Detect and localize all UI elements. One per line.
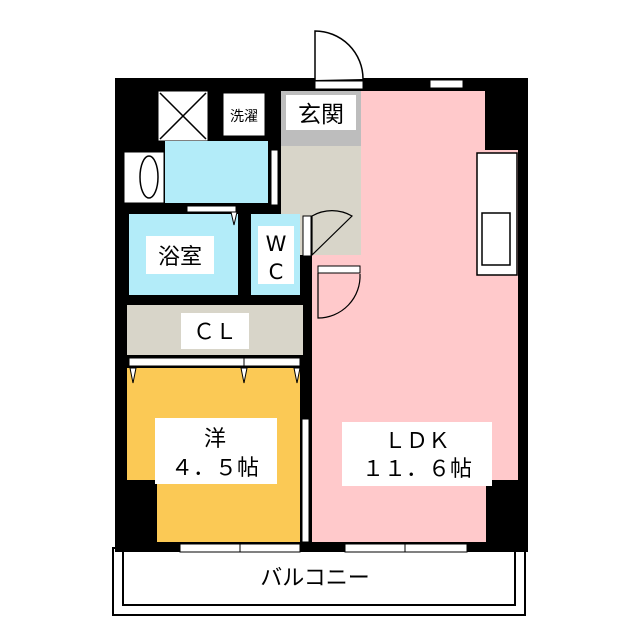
western-room-label: 洋 [204,427,226,452]
entrance-label-bg [286,95,356,130]
entrance-door-opening [314,80,364,90]
closet-door-marker-2 [240,367,248,384]
sliding-door-western-ldk [301,418,310,543]
balcony-inner [122,547,516,606]
wc-label-c: C [269,260,284,284]
window-ldk [344,543,468,553]
washer-space [222,92,266,137]
wc-door [302,215,312,257]
western-label-bg [155,418,277,484]
western-room-size: ４．５帖 [171,456,259,481]
closet-door-marker-1 [129,367,137,384]
entrance-label: 玄関 [298,102,344,128]
closet-label-bg [181,313,249,349]
laundry-x-mark [159,92,207,140]
balcony-label: バルコニー [260,566,370,591]
closet-label: ＣＬ [193,320,237,345]
closet-door-marker-3 [293,367,301,384]
wash-door [270,149,279,206]
wc-door-swing [311,210,353,257]
wall-column-top-right [485,78,528,150]
bathroom-label-bg [146,236,214,274]
closet-doors [128,357,301,367]
wall-column-bottom-right [486,480,528,552]
wc-label-bg [258,226,294,284]
entrance-door-swing [314,30,364,80]
bath-door [186,205,237,213]
wc-label-w: W [266,232,287,256]
ldk-door-swing [317,273,361,319]
ldk-label-bg [342,422,492,486]
laundry-label: 洗濯 [230,109,258,125]
bathroom-label: 浴室 [158,245,202,270]
ldk-size: １１．６帖 [362,457,472,482]
ldk-label: ＬＤＫ [384,429,450,454]
wall-column-bottom-left [115,480,157,552]
washroom [165,141,268,203]
washbasin [139,155,159,199]
ldk-door [317,265,361,274]
kitchen-sink [481,212,511,266]
bath-door-marker [230,211,238,226]
window-top [429,79,464,89]
